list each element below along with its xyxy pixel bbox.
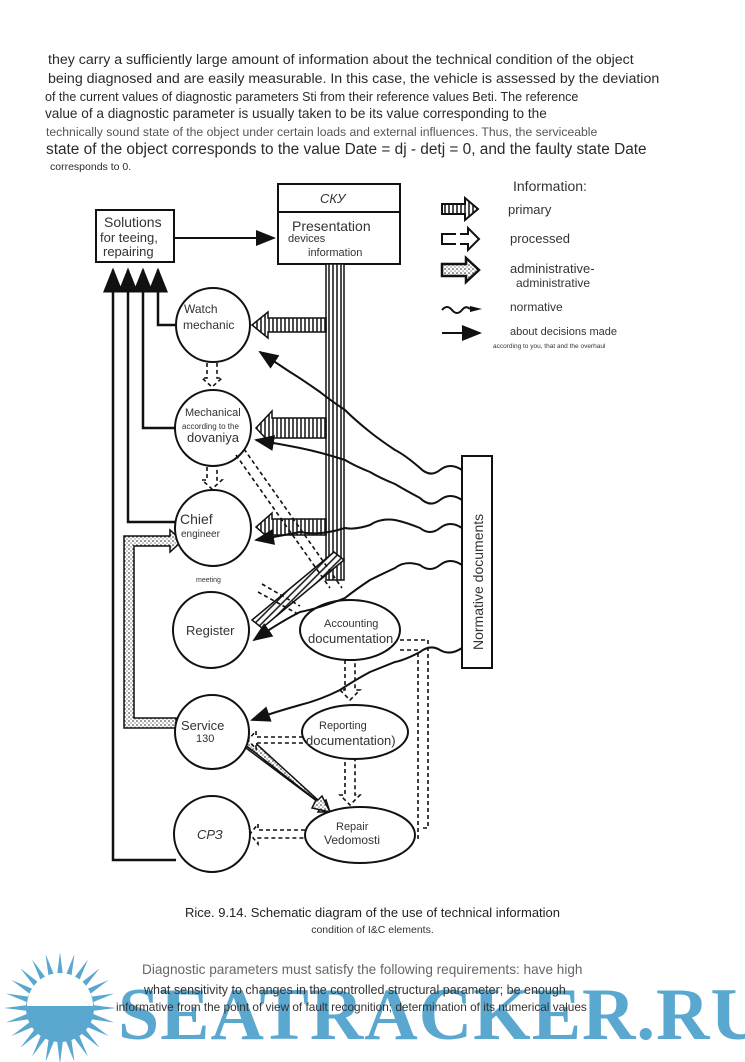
svg-text:Service: Service (181, 718, 224, 733)
svg-text:processed: processed (510, 231, 570, 246)
svg-text:Repair: Repair (336, 821, 369, 833)
node-watch-mechanic: Watch mechanic (175, 287, 251, 363)
solutions-label-3: repairing (103, 244, 154, 259)
primary-arrow-icon (441, 195, 480, 223)
svg-text:documentation): documentation) (306, 733, 396, 748)
normative-wave-arrow-icon (441, 306, 471, 314)
svg-text:Vedomosti: Vedomosti (324, 833, 380, 847)
figure-caption: Rice. 9.14. Schematic diagram of the use… (184, 905, 561, 920)
legend-item-primary: primary (441, 195, 552, 223)
svg-text:Accounting: Accounting (324, 618, 378, 630)
intro-line: technically sound state of the object un… (46, 125, 598, 139)
intro-line: being diagnosed and are easily measurabl… (48, 71, 660, 87)
node-chief-engineer: Chief engineer (174, 489, 252, 567)
svg-text:Chief: Chief (180, 511, 213, 527)
node-accounting-documentation: Accounting documentation (299, 599, 401, 661)
svg-text:about decisions made: about decisions made (510, 326, 617, 338)
node-register: Register (172, 591, 250, 669)
svg-text:Watch: Watch (184, 302, 218, 316)
intro-line: value of a diagnostic parameter is usual… (45, 106, 547, 121)
svg-text:according to the: according to the (182, 422, 239, 431)
svg-text:Register: Register (186, 623, 235, 638)
svg-text:administrative-: administrative- (510, 261, 595, 276)
normative-documents-box: Normative documents (461, 455, 493, 669)
body-line: Diagnostic parameters must satisfy the f… (142, 962, 583, 977)
normative-wave-lines (250, 350, 463, 722)
intro-line: of the current values of diagnostic para… (45, 90, 579, 104)
legend-item-administrative: administrative- administrative (440, 255, 595, 290)
information-flow-diagram: Solutions for teeing, repairing СКУ Pres… (95, 178, 617, 873)
processed-arrow-icon (441, 225, 481, 253)
body-line: informative from the point of view of fa… (116, 1000, 587, 1014)
svg-text:dovaniya: dovaniya (187, 430, 240, 445)
solutions-box: Solutions for teeing, repairing (95, 209, 175, 263)
administrative-arrow-service-repair (242, 736, 332, 814)
legend-item-normative: normative (441, 300, 563, 314)
meeting-label: meeting (196, 577, 221, 584)
processed-arrows (199, 363, 429, 847)
watermark-text: SEATRACKER.RU (118, 974, 745, 1056)
decision-feedback-lines (103, 267, 178, 862)
sku-header: СКУ (320, 191, 347, 206)
intro-line: they carry a sufficiently large amount o… (48, 52, 634, 68)
figure-caption-sub: condition of I&C elements. (311, 924, 434, 936)
body-line: what sensitivity to changes in the contr… (144, 983, 566, 997)
administrative-arrow-service-chief (123, 528, 184, 729)
node-mechanical: Mechanical according to the dovaniya (174, 389, 252, 467)
administrative-arrow-icon (440, 255, 481, 285)
svg-text:mechanic: mechanic (183, 318, 234, 332)
svg-text:СРЗ: СРЗ (197, 827, 223, 842)
svg-text:engineer: engineer (181, 529, 221, 540)
primary-arrows (250, 310, 327, 543)
node-srz: СРЗ (173, 795, 251, 873)
sku-line-2: devices (288, 233, 326, 245)
svg-text:Reporting: Reporting (319, 720, 367, 732)
svg-text:Normative documents: Normative documents (470, 514, 486, 650)
legend-item-decisions: about decisions made according to you, t… (442, 325, 617, 350)
sun-ray (4, 952, 116, 1062)
solutions-label-1: Solutions (104, 214, 162, 230)
legend-item-processed: processed (441, 225, 570, 253)
svg-text:130: 130 (196, 733, 214, 745)
sku-line-3: information (308, 247, 362, 259)
svg-text:documentation: documentation (308, 631, 393, 646)
svg-text:Mechanical: Mechanical (185, 407, 241, 419)
watermark-sun-icon (4, 952, 116, 1062)
primary-arrow-register (250, 551, 346, 629)
svg-text:primary: primary (508, 202, 552, 217)
node-reporting-documentation: Reporting documentation) (301, 704, 409, 760)
node-service: Service 130 (174, 694, 250, 770)
svg-text:normative: normative (510, 300, 563, 314)
legend-title: Information: (513, 178, 587, 194)
legend: Information: primary processed administr… (440, 178, 617, 350)
sku-presentation-box: СКУ Presentation devices information (277, 183, 401, 265)
intro-line: state of the object corresponds to the v… (46, 141, 647, 158)
node-repair-sheets: Repair Vedomosti (304, 806, 416, 864)
intro-line: corresponds to 0. (50, 161, 132, 173)
solutions-label-2: for teeing, (100, 230, 158, 245)
sku-line-1: Presentation (292, 218, 371, 234)
svg-text:according to you, that and the: according to you, that and the overhaul (493, 343, 606, 350)
svg-text:administrative: administrative (516, 276, 590, 290)
